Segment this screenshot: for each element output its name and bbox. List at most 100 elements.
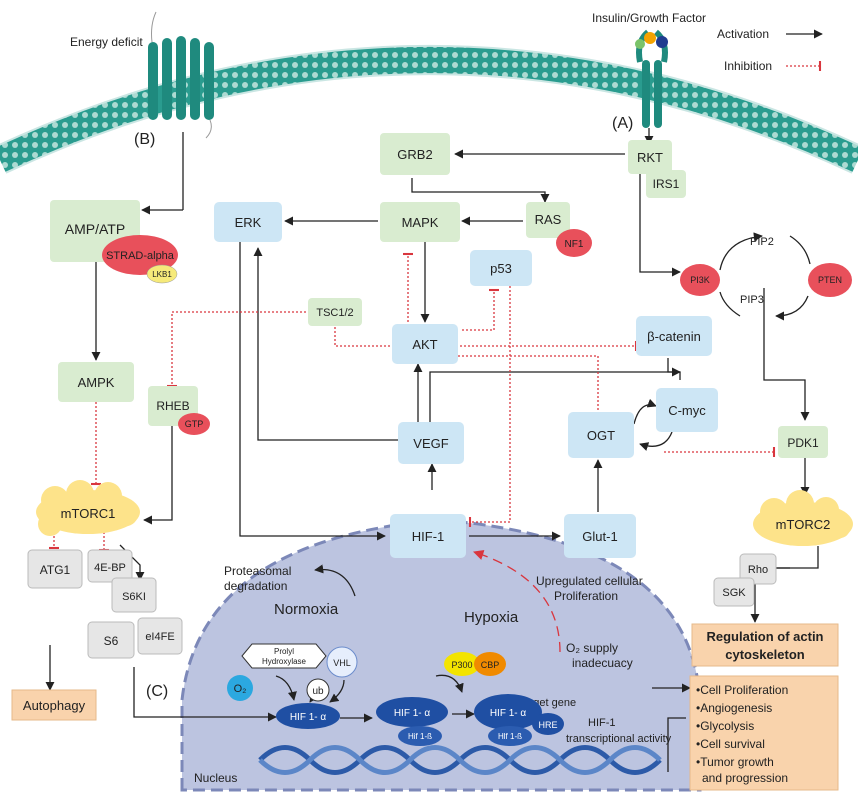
svg-text:transcriptional activity: transcriptional activity — [566, 733, 672, 745]
svg-text:LKB1: LKB1 — [152, 270, 172, 279]
node-mtorc2: mTORC2 — [753, 490, 853, 546]
node-hif1a-normoxia: HIF 1- α — [276, 703, 340, 729]
energy-deficit-label: Energy deficit — [70, 35, 143, 49]
node-sgk: SGK — [713, 577, 755, 607]
energy-receptor-icon — [148, 11, 214, 139]
node-p53: p53 — [470, 250, 532, 286]
node-vegf: VEGF — [398, 422, 464, 464]
node-s6ki: S6KI — [111, 577, 157, 613]
node-bcatenin: β-catenin — [636, 316, 712, 356]
svg-text:HIF 1- α: HIF 1- α — [490, 708, 527, 719]
label-b: (B) — [134, 131, 155, 148]
svg-text:S6KI: S6KI — [122, 591, 146, 603]
svg-text:C-myc: C-myc — [668, 403, 706, 418]
activation-arrows — [45, 128, 819, 772]
svg-text:TSC1/2: TSC1/2 — [316, 307, 353, 319]
svg-text:NF1: NF1 — [565, 239, 584, 250]
svg-text:Hif 1-ß: Hif 1-ß — [408, 732, 432, 741]
node-autophagy: Autophagy — [11, 689, 97, 721]
node-mtorc1: mTORC1 — [36, 480, 140, 536]
svg-text:CBP: CBP — [481, 660, 500, 670]
node-4ebp: 4E-BP — [87, 549, 133, 583]
node-s6: S6 — [87, 621, 135, 659]
node-prolyl-hydroxylase: Prolyl Hydroxylase — [241, 643, 327, 669]
svg-text:•Glycolysis: •Glycolysis — [696, 719, 754, 733]
svg-text:HIF 1- α: HIF 1- α — [394, 708, 431, 719]
node-ampk: AMPK — [58, 362, 134, 402]
svg-text:ERK: ERK — [235, 215, 262, 230]
svg-text:GRB2: GRB2 — [397, 147, 432, 162]
node-vhl: VHL — [326, 646, 358, 678]
svg-text:mTORC2: mTORC2 — [776, 517, 831, 532]
insulin-receptor-icon — [635, 29, 668, 128]
svg-text:eI4FE: eI4FE — [145, 631, 174, 643]
node-cbp: CBP — [474, 652, 506, 676]
svg-text:VHL: VHL — [333, 658, 351, 668]
outcomes-box: •Cell Proliferation •Angiogenesis •Glyco… — [689, 675, 839, 791]
svg-text:p53: p53 — [490, 261, 512, 276]
svg-text:AKT: AKT — [412, 337, 437, 352]
svg-text:Rho: Rho — [748, 564, 768, 576]
node-lkb1: LKB1 — [146, 264, 178, 284]
svg-text:Hydroxylase: Hydroxylase — [262, 657, 307, 666]
node-atg1: ATG1 — [27, 549, 83, 589]
svg-text:RHEB: RHEB — [156, 399, 189, 413]
node-ub: ub — [306, 678, 330, 702]
node-p300: P300 — [444, 652, 480, 676]
node-erk: ERK — [214, 202, 282, 242]
svg-text:O₂: O₂ — [234, 683, 247, 695]
svg-text:inadecuacy: inadecuacy — [572, 656, 633, 670]
svg-text:Prolyl: Prolyl — [274, 647, 294, 656]
node-o2: O₂ — [227, 675, 253, 701]
svg-text:STRAD-alpha: STRAD-alpha — [106, 250, 175, 262]
node-mapk: MAPK — [380, 202, 460, 242]
svg-text:HIF 1- α: HIF 1- α — [290, 712, 327, 723]
svg-text:Regulation of actin: Regulation of actin — [707, 629, 824, 644]
normoxia-label: Normoxia — [274, 601, 339, 618]
hypoxia-label: Hypoxia — [464, 609, 519, 626]
legend-activation: Activation — [717, 27, 769, 41]
node-nf1: NF1 — [556, 229, 592, 257]
svg-text:Autophagy: Autophagy — [23, 698, 86, 713]
svg-text:GTP: GTP — [185, 419, 204, 429]
legend-inhibition: Inhibition — [724, 59, 772, 73]
node-gtp: GTP — [178, 413, 210, 435]
node-pdk1: PDK1 — [778, 426, 828, 458]
node-pi3k: PI3K — [680, 264, 720, 296]
node-hif1: HIF-1 — [390, 514, 466, 558]
svg-text:•Cell Proliferation: •Cell Proliferation — [696, 683, 788, 697]
dna-icon — [258, 745, 662, 775]
node-akt: AKT — [392, 324, 458, 364]
svg-text:VEGF: VEGF — [413, 436, 448, 451]
node-rho: Rho — [739, 553, 777, 585]
hif1-activity-label: HIF-1 — [588, 717, 616, 729]
cell-membrane — [0, 45, 858, 174]
node-irs1: IRS1 — [646, 170, 686, 198]
svg-text:AMPK: AMPK — [78, 375, 115, 390]
svg-text:degradation: degradation — [224, 579, 287, 593]
inhibition-lines — [48, 252, 776, 653]
svg-text:•Cell survival: •Cell survival — [696, 737, 765, 751]
svg-text:mTORC1: mTORC1 — [61, 506, 116, 521]
node-cmyc: C-myc — [656, 388, 718, 432]
svg-text:RKT: RKT — [637, 150, 663, 165]
svg-text:PTEN: PTEN — [818, 275, 842, 285]
node-glut1: Glut-1 — [564, 514, 636, 558]
svg-text:ATG1: ATG1 — [40, 563, 71, 577]
pip-cycle: PIP2 PIP3 — [719, 232, 811, 321]
svg-text:β-catenin: β-catenin — [647, 329, 701, 344]
svg-text:PDK1: PDK1 — [787, 436, 819, 450]
insulin-label: Insulin/Growth Factor — [592, 11, 706, 25]
node-tsc: TSC1/2 — [308, 298, 362, 326]
node-pten: PTEN — [808, 263, 852, 297]
svg-text:4E-BP: 4E-BP — [94, 562, 126, 574]
svg-text:SGK: SGK — [722, 587, 746, 599]
svg-text:Hlf 1-ß: Hlf 1-ß — [498, 732, 522, 741]
svg-text:Glut-1: Glut-1 — [582, 529, 617, 544]
svg-text:PIP2: PIP2 — [750, 236, 774, 248]
svg-text:AMP/ATP: AMP/ATP — [65, 221, 125, 237]
node-hif1a-target: HIF 1- α — [474, 694, 542, 730]
node-hre: HRE — [532, 713, 564, 735]
node-hif1a-hypoxia: HIF 1- α — [376, 697, 448, 727]
